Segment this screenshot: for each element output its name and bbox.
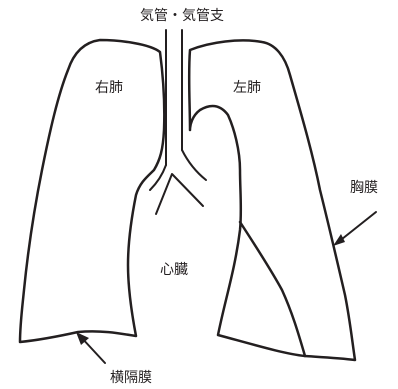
trachea-bronchi-label: 気管・気管支	[140, 8, 224, 24]
right-lung-outline	[20, 40, 164, 342]
left-lung-label: 左肺	[233, 80, 261, 96]
left-lung-fissure	[240, 222, 305, 356]
carina	[156, 174, 203, 214]
diaphragm-label: 横隔膜	[110, 370, 152, 386]
heart-label: 心臓	[160, 262, 188, 278]
bronchus-right-branch	[182, 150, 206, 180]
left-lung-outline	[189, 40, 355, 360]
pleura-label: 胸膜	[350, 180, 378, 196]
bronchus-left-branch	[150, 165, 166, 190]
pleura-arrow-head	[333, 234, 345, 246]
right-lung-label: 右肺	[95, 80, 123, 96]
